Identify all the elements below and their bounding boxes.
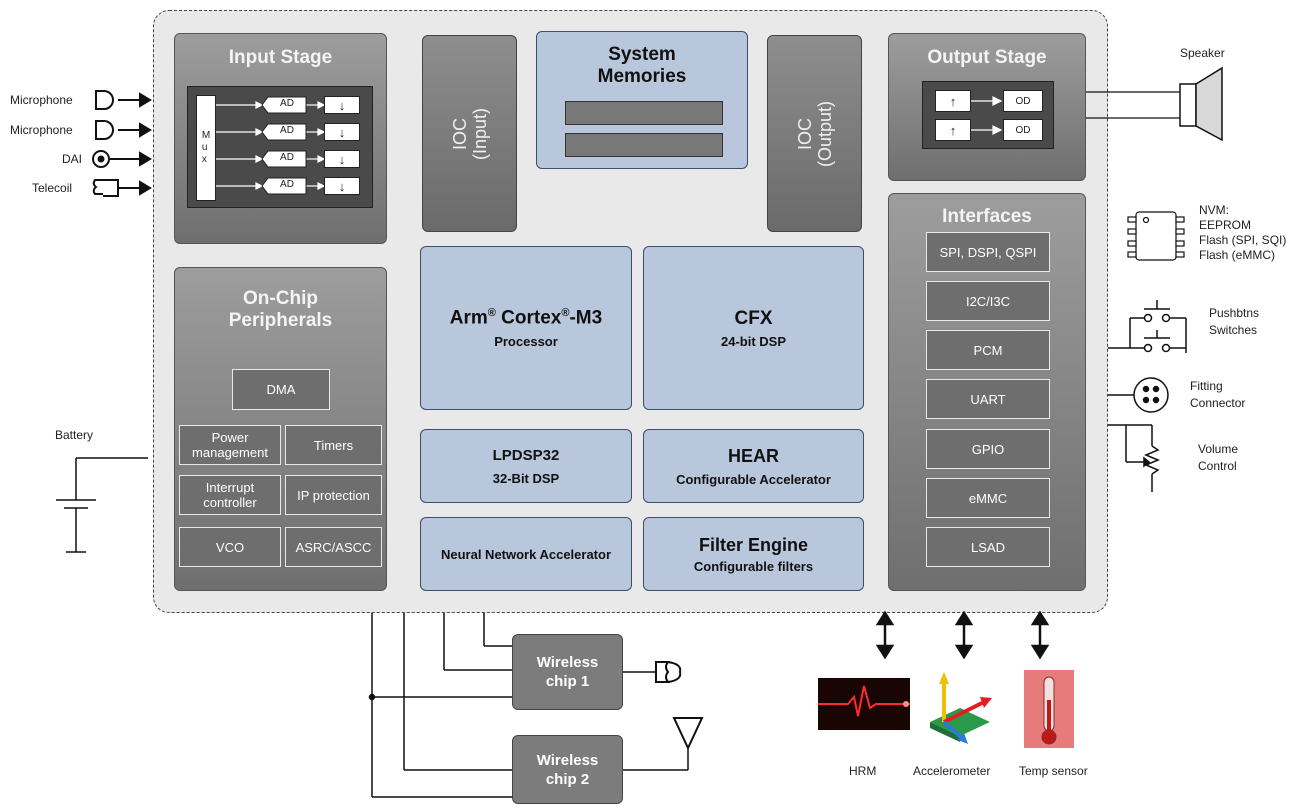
pushbutton-switch-icon — [1108, 300, 1187, 353]
decimator-block: ↓ — [324, 96, 360, 114]
memory-bank — [565, 133, 723, 157]
sensor-bidirectional-arrows — [875, 610, 1050, 660]
interface-pcm: PCM — [926, 330, 1050, 370]
volume-potentiometer-icon — [1108, 424, 1160, 492]
lpdsp32-title: LPDSP32 — [492, 446, 560, 464]
interface-uart: UART — [926, 379, 1050, 419]
battery-label: Battery — [55, 428, 94, 442]
ioc-input-label: IOC(Input) — [449, 107, 490, 160]
microphone-icon — [95, 90, 114, 110]
lpdsp32-subtitle: 32-Bit DSP — [492, 470, 560, 486]
dai-jack-icon — [92, 150, 110, 168]
ad-converter-label: AD — [280, 179, 294, 190]
nvm-chip-icon — [1127, 211, 1185, 261]
interface-i2c: I2C/I3C — [926, 281, 1050, 321]
nna-title: Neural Network Accelerator — [440, 546, 612, 562]
interfaces-panel: Interfaces SPI, DSPI, QSPI I2C/I3C PCM U… — [888, 193, 1086, 591]
thermometer-sensor-icon — [1024, 670, 1074, 748]
output-stage-title: Output Stage — [927, 47, 1047, 68]
wireless-bus-wires — [368, 613, 689, 798]
decimator-block: ↓ — [324, 123, 360, 141]
filter-engine-title: Filter Engine — [698, 534, 808, 555]
ioc-output-label: IOC(Output) — [794, 100, 835, 167]
speaker-icon — [1179, 66, 1223, 142]
interpolator-block: ↑ — [935, 119, 971, 141]
input-stage-inner: M u x AD AD AD AD ↓ ↓ ↓ — [187, 86, 373, 208]
sensor-label-accelerometer: Accelerometer — [913, 764, 991, 778]
input-stage-title: Input Stage — [228, 47, 333, 68]
lpdsp32-block: LPDSP32 32-Bit DSP — [420, 429, 632, 503]
ad-converter-label: AD — [280, 152, 294, 163]
memory-bank — [565, 101, 723, 125]
output-driver-block: OD — [1003, 119, 1043, 141]
accelerometer-sensor-icon — [930, 672, 992, 744]
microphone-icon — [95, 120, 114, 140]
input-label: Microphone — [10, 123, 73, 137]
arm-cortex-subtitle: Processor — [494, 333, 558, 349]
interfaces-title: Interfaces — [942, 206, 1032, 227]
output-arrows — [971, 96, 1003, 135]
output-driver-block: OD — [1003, 90, 1043, 112]
interface-emmc: eMMC — [926, 478, 1050, 518]
arm-cortex-title: Arm® Cortex®-M3 — [449, 307, 603, 329]
input-label: Microphone — [10, 93, 73, 107]
telecoil-icon — [92, 179, 119, 197]
antenna-icon — [672, 717, 704, 751]
sensor-label-hrm: HRM — [849, 764, 877, 778]
nvm-label: NVM:EEPROM Flash (SPI, SQI)Flash (eMMC) — [1199, 203, 1287, 262]
output-stage-inner: ↑ ↑ OD OD — [922, 81, 1054, 149]
cfx-title: CFX — [734, 307, 773, 329]
ioc-input-block: IOC(Input) — [422, 35, 517, 232]
input-arrows — [110, 92, 152, 196]
vco-block: VCO — [179, 527, 281, 567]
timers-block: Timers — [285, 425, 382, 465]
sensor-label-temp: Temp sensor — [1019, 764, 1088, 778]
input-label: DAI — [62, 152, 83, 166]
input-label: Telecoil — [32, 181, 73, 195]
neural-network-accelerator-block: Neural Network Accelerator — [420, 517, 632, 591]
arm-cortex-m3-block: Arm® Cortex®-M3 Processor — [420, 246, 632, 410]
fitting-connector-icon — [1108, 377, 1169, 413]
hear-title: HEAR — [727, 445, 779, 466]
earpiece-icon — [655, 661, 682, 683]
speaker-wires — [1086, 91, 1180, 119]
decimator-block: ↓ — [324, 150, 360, 168]
input-stage-panel: Input Stage M u x AD AD AD AD — [174, 33, 387, 244]
decimator-block: ↓ — [324, 177, 360, 195]
hrm-sensor-icon — [818, 678, 910, 730]
interface-lsad: LSAD — [926, 527, 1050, 567]
ad-converter-label: AD — [280, 125, 294, 136]
speaker-label: Speaker — [1180, 46, 1225, 60]
mux-block: M u x — [196, 95, 216, 201]
interpolator-block: ↑ — [935, 90, 971, 112]
asrc-ascc-block: ASRC/ASCC — [285, 527, 382, 567]
hear-subtitle: Configurable Accelerator — [676, 471, 831, 487]
ioc-output-block: IOC(Output) — [767, 35, 862, 232]
interface-spi: SPI, DSPI, QSPI — [926, 232, 1050, 272]
cfx-subtitle: 24-bit DSP — [720, 333, 786, 349]
battery-icon — [56, 457, 148, 553]
dma-block: DMA — [232, 369, 330, 410]
ad-converter-label: AD — [280, 98, 294, 109]
filter-engine-block: Filter Engine Configurable filters — [643, 517, 864, 591]
adc-arrows — [216, 96, 326, 195]
ip-protection-block: IP protection — [285, 475, 382, 515]
cfx-block: CFX 24-bit DSP — [643, 246, 864, 410]
hear-block: HEAR Configurable Accelerator — [643, 429, 864, 503]
interface-gpio: GPIO — [926, 429, 1050, 469]
output-stage-panel: Output Stage ↑ ↑ OD OD — [888, 33, 1086, 181]
filter-engine-subtitle: Configurable filters — [693, 558, 814, 574]
